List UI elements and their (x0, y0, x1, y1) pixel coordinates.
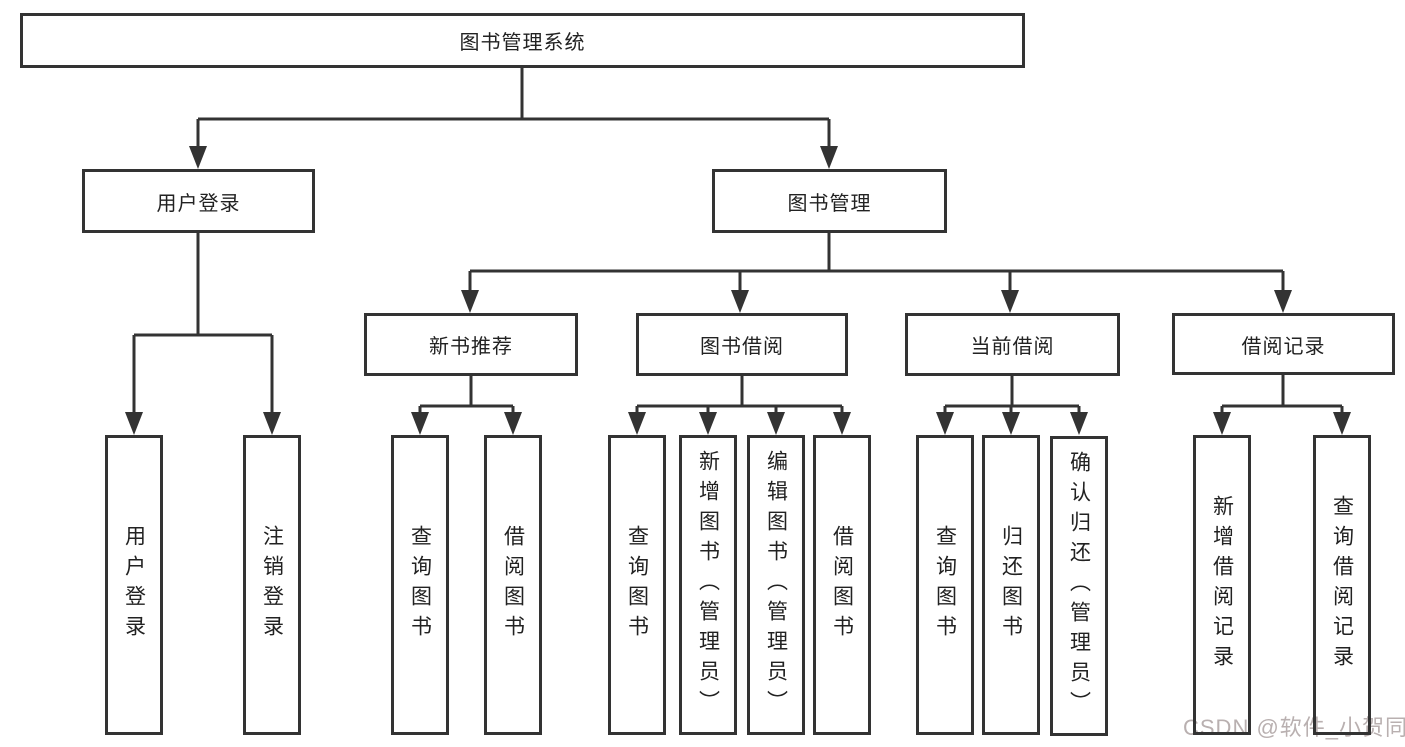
node-user-login-label: 用户登录 (156, 192, 241, 215)
leaf-br-query-record-label: 查询借阅记录 (1330, 495, 1354, 675)
leaf-cb-query-books: 查询图书 (916, 435, 974, 735)
leaf-bb-add-books-admin: 新增图书（管理员） (679, 435, 737, 735)
node-current-borrow: 当前借阅 (905, 313, 1120, 376)
leaf-nbr-query-books: 查询图书 (391, 435, 449, 735)
leaf-cb-confirm-return-admin: 确认归还（管理员） (1050, 436, 1108, 736)
leaf-logout-label: 注销登录 (260, 525, 284, 645)
leaf-bb-edit-books-admin-label: 编辑图书（管理员） (764, 450, 788, 720)
leaf-bb-query-books-label: 查询图书 (625, 525, 649, 645)
leaf-br-add-record: 新增借阅记录 (1193, 435, 1251, 735)
node-current-borrow-label: 当前借阅 (970, 336, 1055, 358)
leaf-br-add-record-label: 新增借阅记录 (1210, 495, 1234, 675)
leaf-cb-query-books-label: 查询图书 (933, 525, 957, 645)
node-root-label: 图书管理系统 (459, 32, 586, 54)
csdn-watermark: CSDN @软件_小贺同学 (1183, 715, 1405, 740)
arrowheads (125, 146, 1351, 435)
node-root: 图书管理系统 (20, 13, 1025, 68)
leaf-cb-return-books-label: 归还图书 (999, 525, 1023, 645)
leaf-user-login-label: 用户登录 (122, 525, 146, 645)
node-book-mgmt-label: 图书管理 (787, 192, 872, 215)
leaf-bb-borrow-books-label: 借阅图书 (830, 525, 854, 645)
leaf-nbr-borrow-books: 借阅图书 (484, 435, 542, 735)
node-borrow-records: 借阅记录 (1172, 313, 1395, 375)
node-borrow-records-label: 借阅记录 (1241, 335, 1326, 358)
node-book-borrow: 图书借阅 (636, 313, 848, 376)
leaf-bb-query-books: 查询图书 (608, 435, 666, 735)
leaf-bb-borrow-books: 借阅图书 (813, 435, 871, 735)
leaf-cb-confirm-return-admin-label: 确认归还（管理员） (1067, 451, 1091, 721)
leaf-br-query-record: 查询借阅记录 (1313, 435, 1371, 735)
node-book-borrow-label: 图书借阅 (700, 336, 784, 358)
node-new-book-rec: 新书推荐 (364, 313, 578, 376)
leaf-logout: 注销登录 (243, 435, 301, 735)
leaf-cb-return-books: 归还图书 (982, 435, 1040, 735)
leaf-nbr-query-books-label: 查询图书 (408, 525, 432, 645)
node-new-book-rec-label: 新书推荐 (429, 336, 513, 358)
leaf-nbr-borrow-books-label: 借阅图书 (501, 525, 525, 645)
leaf-user-login: 用户登录 (105, 435, 163, 735)
leaf-bb-edit-books-admin: 编辑图书（管理员） (747, 435, 805, 735)
node-book-mgmt: 图书管理 (712, 169, 947, 233)
node-user-login: 用户登录 (82, 169, 315, 233)
leaf-bb-add-books-admin-label: 新增图书（管理员） (696, 450, 720, 720)
